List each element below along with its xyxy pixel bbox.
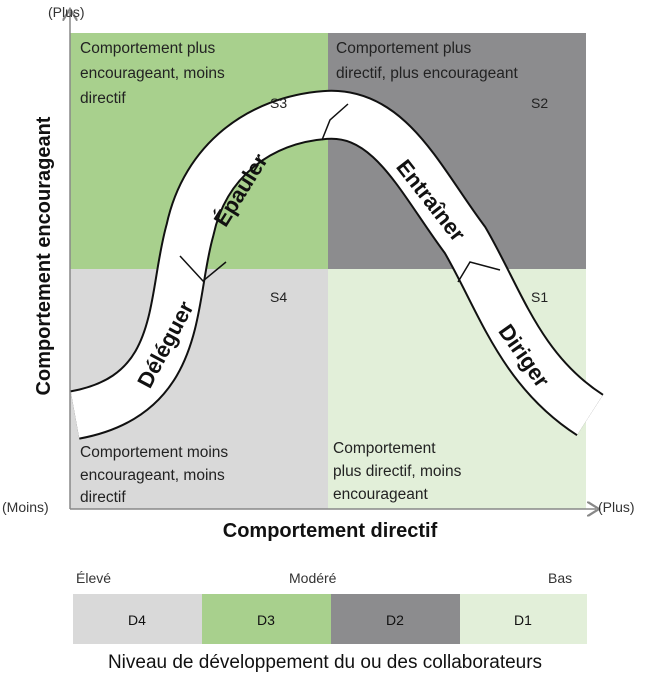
- svg-text:Comportement moins: Comportement moins: [80, 444, 228, 461]
- divider-s2-s1: [457, 261, 501, 283]
- svg-text:directif: directif: [80, 489, 126, 506]
- y-axis-title: Comportement encourageant: [33, 116, 55, 395]
- svg-text:encourageant, moins: encourageant, moins: [80, 467, 225, 484]
- quadrant-s3-text: Comportement plus encourageant, moins di…: [80, 40, 287, 111]
- code-s1: S1: [531, 289, 548, 305]
- dev-d2-label: D2: [386, 612, 404, 628]
- svg-text:Comportement: Comportement: [333, 440, 436, 457]
- svg-text:encourageant: encourageant: [333, 486, 428, 503]
- quadrant-s1-text: S1 Comportement plus directif, moins enc…: [333, 289, 548, 503]
- dev-d1: [460, 594, 587, 644]
- code-s4: S4: [270, 289, 287, 305]
- dev-low: Bas: [548, 570, 572, 586]
- svg-text:directif, plus encourageant: directif, plus encourageant: [336, 65, 519, 82]
- dev-d1-label: D1: [514, 612, 532, 628]
- svg-text:plus directif, moins: plus directif, moins: [333, 463, 462, 480]
- dev-d3-label: D3: [257, 612, 275, 628]
- x-axis-minus: (Moins): [2, 499, 49, 515]
- dev-high: Élevé: [76, 570, 111, 586]
- dev-d2: [331, 594, 460, 644]
- divider-s3-s2: [321, 103, 349, 141]
- dev-moderate: Modéré: [289, 570, 337, 586]
- svg-text:Comportement plus: Comportement plus: [336, 40, 472, 57]
- dev-d3: [202, 594, 331, 644]
- divider-s4-s3: [179, 255, 227, 283]
- quadrant-s2-text: Comportement plus directif, plus encoura…: [336, 40, 548, 111]
- svg-text:encourageant, moins: encourageant, moins: [80, 65, 225, 82]
- code-s3: S3: [270, 95, 287, 111]
- dev-d4: [73, 594, 202, 644]
- y-axis-plus: (Plus): [48, 4, 85, 20]
- quadrant-s4-text: S4 Comportement moins encourageant, moin…: [80, 289, 287, 506]
- svg-text:Comportement plus: Comportement plus: [80, 40, 216, 57]
- dev-scale: D4 D3 D2 D1: [73, 594, 587, 644]
- x-axis-plus: (Plus): [598, 499, 635, 515]
- x-axis-title: Comportement directif: [223, 520, 438, 542]
- svg-text:directif: directif: [80, 90, 126, 107]
- dev-d4-label: D4: [128, 612, 146, 628]
- dev-caption: Niveau de développement du ou des collab…: [108, 652, 542, 673]
- code-s2: S2: [531, 95, 548, 111]
